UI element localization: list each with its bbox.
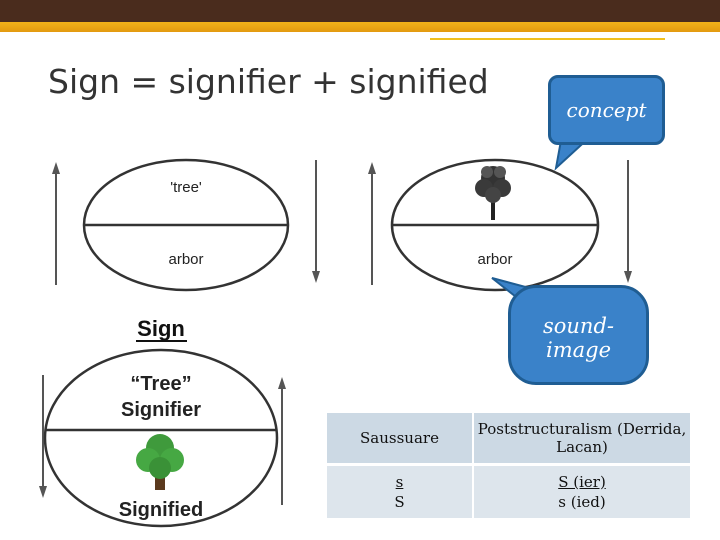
slide-title: Sign = signifier + signified [48,62,489,101]
bottom-label: arbor [477,251,512,268]
table-header-poststructuralism: Poststructuralism (Derrida, Lacan) [473,413,690,466]
post-signified: s (ied) [558,493,606,511]
table-row: s S S (ier) s (ied) [327,464,690,518]
table-header-saussure: Saussuare [327,413,474,466]
post-signifier: S (ier) [558,473,606,491]
sound-image-line1: sound- [542,314,614,338]
up-arrow-head [368,162,376,174]
bottom-label: arbor [168,251,203,268]
left-sign-diagram: 'tree' arbor [52,158,320,292]
top-label: 'tree' [170,179,202,196]
sound-image-line2: image [545,338,612,362]
header-accent-line [430,38,665,40]
sign-heading: Sign [137,316,185,341]
right-sign-diagram: arbor [368,158,632,292]
down-arrow-head [312,271,320,283]
signifier-line1: “Tree” [130,373,191,395]
up-arrow-head [278,377,286,389]
header-bar [0,0,720,22]
sign-diagram: Sign “Tree” Signifier Signified [39,316,286,528]
tree-drawing-icon [475,166,511,220]
concept-callout: concept [548,75,665,145]
table-cell-poststructuralism: S (ier) s (ied) [473,464,690,518]
up-arrow-head [52,162,60,174]
tree-icon [136,434,184,490]
saussure-signifier: S [394,493,405,511]
down-arrow-head [39,486,47,498]
down-arrow-head [624,271,632,283]
table-cell-saussure: s S [327,464,474,518]
table-header-row: Saussuare Poststructuralism (Derrida, La… [327,413,690,466]
signified-label: Signified [119,499,203,521]
comparison-table: Saussuare Poststructuralism (Derrida, La… [327,413,690,518]
saussure-signified: s [395,473,404,491]
header-accent-stripe [0,22,720,32]
signifier-line2: Signifier [121,399,201,421]
sound-image-callout: sound- image [508,285,649,385]
